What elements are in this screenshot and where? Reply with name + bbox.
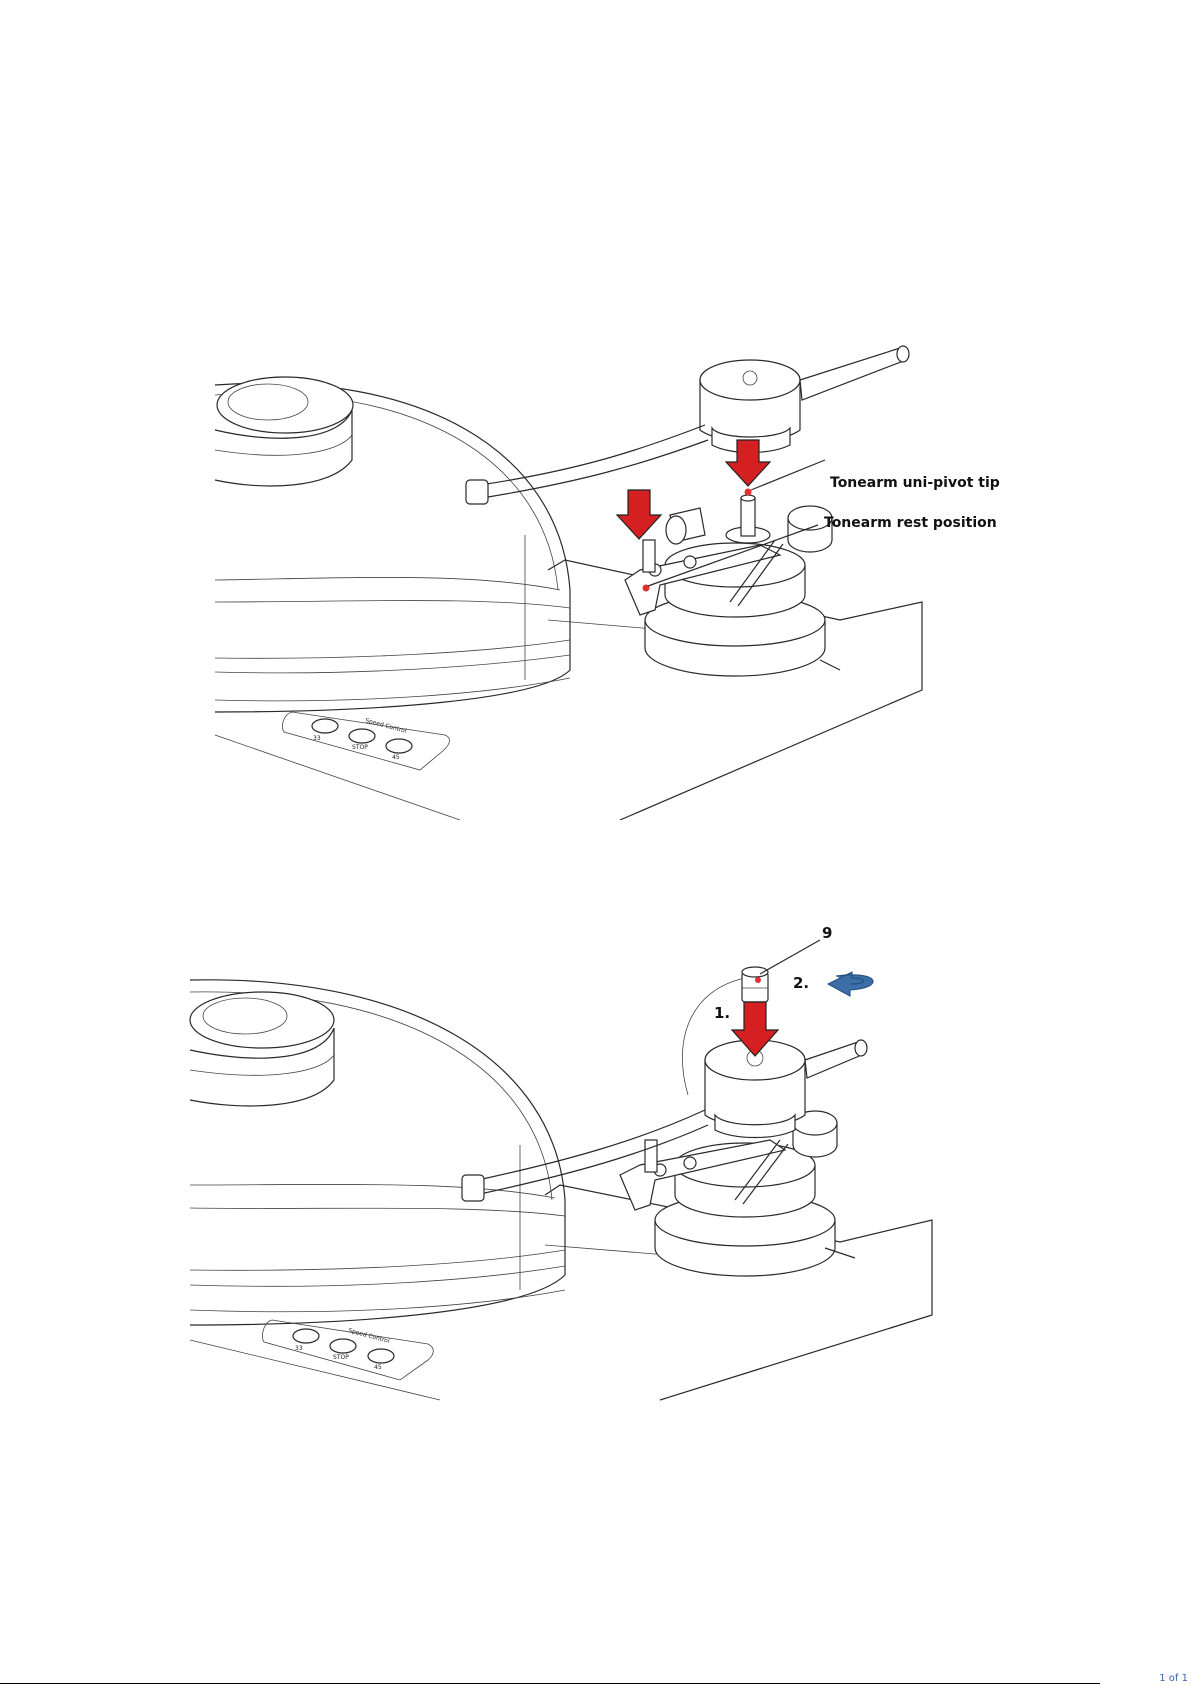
figure-counterweight-mounting: Speed Control 33 STOP 45 <box>0 920 1192 1500</box>
down-arrow-rest <box>617 490 661 539</box>
panel-center-label: STOP <box>352 744 368 751</box>
callout-line-part-9 <box>760 940 820 974</box>
speed-33-button <box>312 719 338 733</box>
panel-right-label: 45 <box>392 754 400 761</box>
weight-marker <box>755 977 761 983</box>
label-rest-position: Tonearm rest position <box>824 515 997 531</box>
turntable-drawing-2: Speed Control 33 STOP 45 <box>0 920 1192 1500</box>
footer-rule <box>0 1683 1100 1684</box>
turntable-drawing-1: Speed Control 33 STOP 45 <box>0 340 1192 820</box>
panel-center-label: STOP <box>333 1354 349 1361</box>
pivot-tip-marker <box>745 489 752 496</box>
rotate-arrow-shape <box>828 972 873 996</box>
panel-left-label: 33 <box>295 1345 303 1352</box>
speed-control-panel: Speed Control 33 STOP 45 <box>262 1320 433 1380</box>
speed-control-panel: Speed Control 33 STOP 45 <box>282 712 449 770</box>
rotate-arrow <box>828 972 873 996</box>
arrow-shape-2 <box>617 490 661 539</box>
stop-button <box>349 729 375 743</box>
speed-45-button <box>386 739 412 753</box>
panel-right-label: 45 <box>374 1364 382 1371</box>
speed-45-button <box>368 1349 394 1363</box>
label-part-9: 9 <box>822 924 832 942</box>
pivot-post <box>726 489 770 544</box>
speed-33-button <box>293 1329 319 1343</box>
panel-left-label: 33 <box>313 735 321 742</box>
label-pivot-tip: Tonearm uni-pivot tip <box>830 475 1000 491</box>
label-step-2: 2. <box>793 974 809 992</box>
stop-button <box>330 1339 356 1353</box>
platter-hub <box>190 992 334 1106</box>
plinth <box>215 560 922 820</box>
label-step-1: 1. <box>714 1004 730 1022</box>
footer-text: 1 of 1 <box>1159 1673 1188 1684</box>
figure-tonearm-placement: Speed Control 33 STOP 45 <box>0 340 1192 820</box>
platter-hub <box>215 377 353 486</box>
